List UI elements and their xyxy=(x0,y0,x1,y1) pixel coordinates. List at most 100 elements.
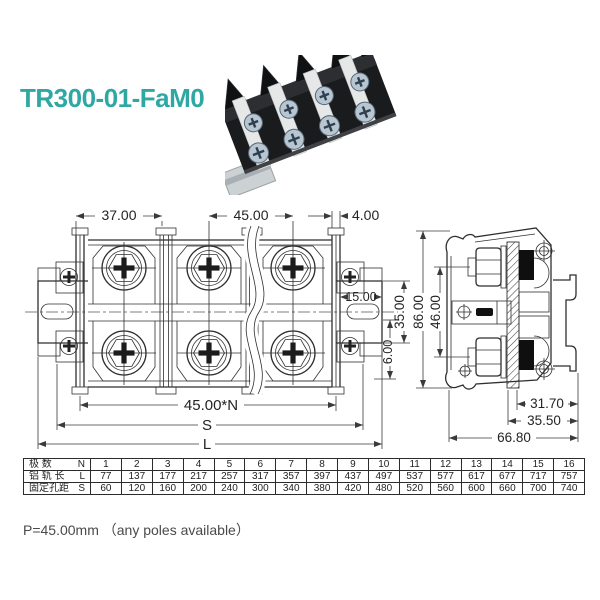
svg-text:37.00: 37.00 xyxy=(101,207,136,223)
table-cell: 300 xyxy=(244,482,277,495)
svg-text:31.70: 31.70 xyxy=(530,396,564,411)
table-cell: 8 xyxy=(306,458,338,471)
table-cell: 137 xyxy=(120,470,153,483)
oval-slot xyxy=(40,303,74,320)
rivet-bottom xyxy=(533,358,555,380)
table-cell: 16 xyxy=(553,458,585,471)
table-cell: 15 xyxy=(522,458,555,471)
table-cell: 560 xyxy=(429,482,462,495)
dim-45n: 45.00*N xyxy=(79,396,337,414)
svg-text:6.00: 6.00 xyxy=(381,340,395,364)
side-outline xyxy=(445,227,552,390)
dim-668: 66.80 xyxy=(448,390,578,445)
table-cell: 660 xyxy=(491,482,524,495)
dim-15: 15.00 xyxy=(340,290,382,304)
table-cell: 200 xyxy=(182,482,215,495)
table-cell: 2 xyxy=(120,458,153,471)
table-cell: 160 xyxy=(151,482,184,495)
table-cell: 12 xyxy=(429,458,462,471)
table-cell: 740 xyxy=(553,482,585,495)
table-cell: 600 xyxy=(460,482,493,495)
table-cell: 380 xyxy=(306,482,338,495)
table-cell: 397 xyxy=(306,470,338,483)
svg-text:45.00*N: 45.00*N xyxy=(184,397,238,414)
break-line xyxy=(242,223,268,398)
dim-37: 37.00 xyxy=(75,207,163,236)
thread-block-bottom xyxy=(519,340,534,370)
dim-45: 45.00 xyxy=(209,207,293,223)
side-view: 35.00 86.00 46.00 xyxy=(383,227,579,445)
end-plate-left xyxy=(71,227,89,395)
table-cell: 437 xyxy=(337,470,369,483)
din-rail-profile xyxy=(553,274,577,372)
dim-317: 31.70 xyxy=(516,373,579,442)
rivet-top xyxy=(533,240,555,262)
din-rail-right xyxy=(336,261,383,363)
table-cell: 77 xyxy=(90,470,122,483)
divider-1 xyxy=(155,227,177,395)
svg-text:46.00: 46.00 xyxy=(428,295,443,329)
screw-side-bottom xyxy=(533,335,550,367)
pitch-note: P=45.00mm （any poles available） xyxy=(23,522,250,538)
table-cell: 617 xyxy=(460,470,493,483)
svg-text:4.00: 4.00 xyxy=(352,207,379,223)
table-cell: 13 xyxy=(460,458,493,471)
dim-s: S xyxy=(56,364,364,434)
table-cell: 3 xyxy=(151,458,184,471)
svg-text:86.00: 86.00 xyxy=(411,295,426,329)
table-cell: 677 xyxy=(491,470,524,483)
table-cell: 537 xyxy=(398,470,431,483)
table-cell: 14 xyxy=(491,458,524,471)
thread-block-top xyxy=(519,250,534,280)
table-cell: 6 xyxy=(244,458,277,471)
screw-side-top xyxy=(533,257,550,289)
table-cell: 717 xyxy=(522,470,555,483)
dim-355: 35.50 xyxy=(507,390,578,428)
table-cell: 217 xyxy=(182,470,215,483)
svg-text:45.00: 45.00 xyxy=(233,207,268,223)
dim-l: L xyxy=(37,345,383,453)
dim-4: 4.00 xyxy=(308,207,379,228)
photo-screws xyxy=(243,72,376,164)
dim-35: 35.00 xyxy=(383,280,410,344)
table-cell: 5 xyxy=(213,458,246,471)
front-view: 37.00 45.00 4.00 xyxy=(25,207,398,453)
hex-bolt-bottom xyxy=(467,335,507,379)
table-cell: 757 xyxy=(553,470,585,483)
table-cell: 60 xyxy=(90,482,122,495)
table-cell: 520 xyxy=(398,482,431,495)
oval-slot xyxy=(346,303,380,320)
terminal-screws xyxy=(91,245,326,376)
product-title: TR300-01-FaM0 xyxy=(20,83,205,113)
svg-text:35.00: 35.00 xyxy=(392,295,407,329)
table-cell: 577 xyxy=(429,470,462,483)
table-cell: 11 xyxy=(398,458,431,471)
svg-text:L: L xyxy=(203,436,211,453)
table-cell: 357 xyxy=(275,470,308,483)
table-cell: 177 xyxy=(151,470,184,483)
svg-text:66.80: 66.80 xyxy=(497,430,531,445)
table-cell: 340 xyxy=(275,482,308,495)
dim-6: 6.00 xyxy=(374,319,396,380)
dim-46: 46.00 xyxy=(428,266,470,358)
table-cell: 257 xyxy=(213,470,246,483)
table-cell: 4 xyxy=(182,458,215,471)
svg-text:S: S xyxy=(202,417,212,434)
table-cell: 1 xyxy=(90,458,122,471)
product-photo xyxy=(225,55,397,195)
table-cell: 120 xyxy=(120,482,153,495)
end-plate-right xyxy=(327,227,345,395)
table-cell: 497 xyxy=(367,470,400,483)
hatched-plate xyxy=(506,241,520,389)
din-rail-left xyxy=(37,261,88,363)
table-cell: 240 xyxy=(213,482,246,495)
